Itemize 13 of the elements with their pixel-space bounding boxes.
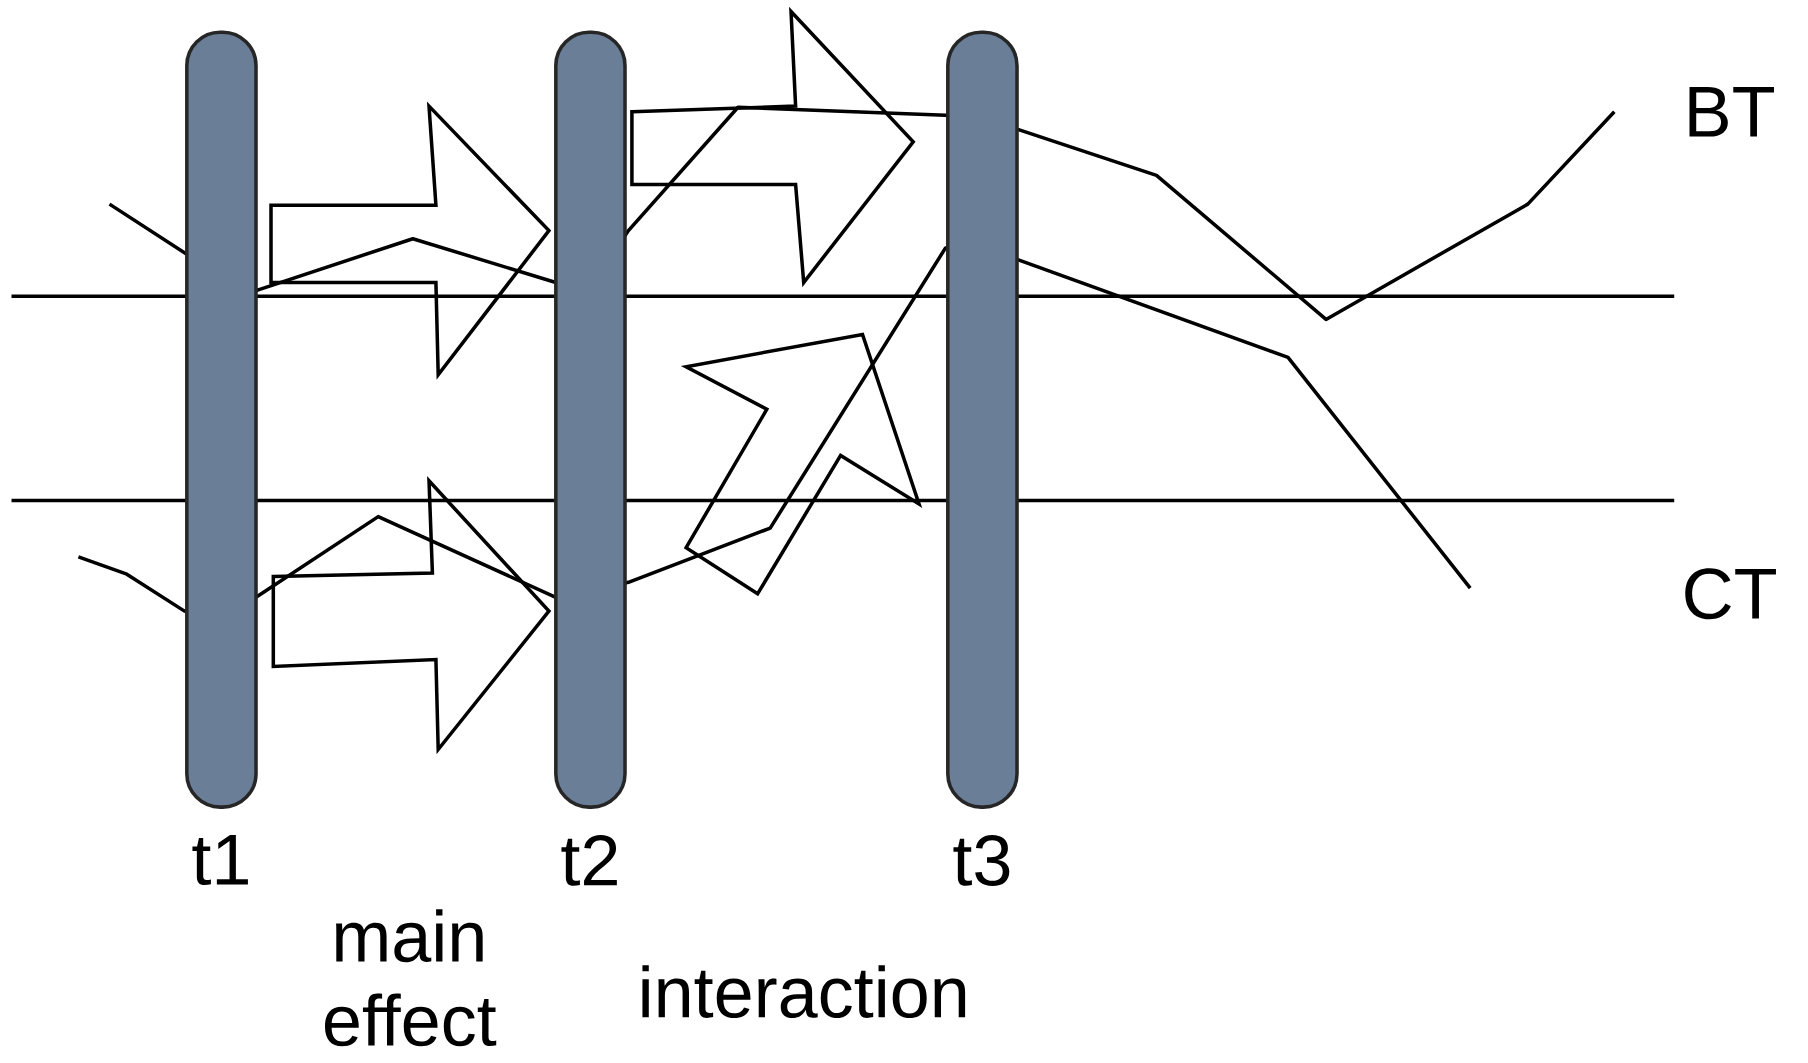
- block-arrow: [271, 476, 552, 755]
- annotation-text: main effect: [325, 909, 497, 1047]
- annotation-text: interaction: [642, 965, 966, 1019]
- node-label: t3: [953, 834, 1010, 886]
- time-bar: t2: [554, 30, 627, 886]
- axis-label: CT: [1685, 568, 1776, 620]
- node-label: t1: [192, 835, 248, 886]
- time-bar: t3: [946, 30, 1019, 886]
- axis-label: BT: [1689, 87, 1774, 137]
- time-bar: t1: [185, 30, 258, 886]
- block-arrow: [269, 101, 552, 380]
- block-arrow: [630, 6, 916, 288]
- node-label: t2: [561, 834, 617, 886]
